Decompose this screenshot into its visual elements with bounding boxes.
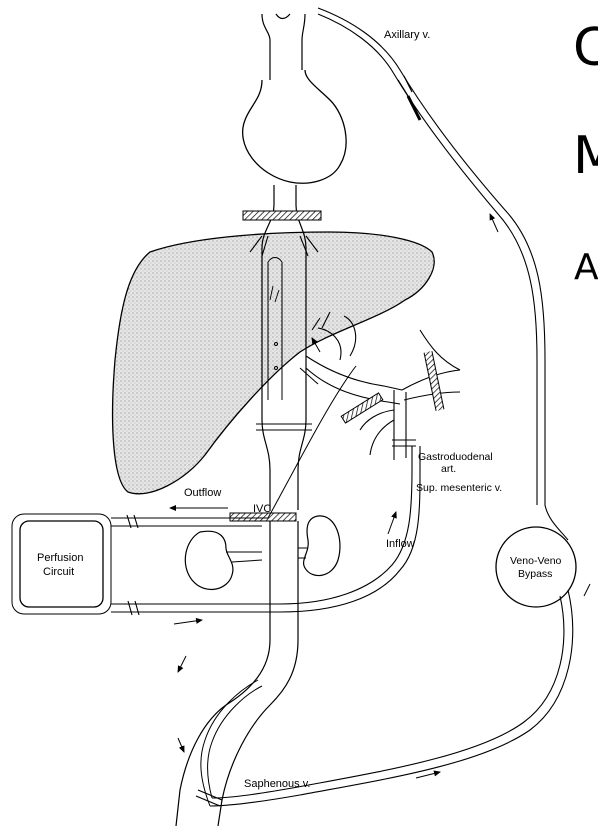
slide-subtitle-fragment: A <box>574 250 598 286</box>
perfusion-circuit-box <box>20 521 103 607</box>
label-inflow: Inflow <box>386 538 415 550</box>
label-saphenous-v: Saphenous v. <box>244 778 310 790</box>
label-bypass: Bypass <box>518 568 552 580</box>
hepatic-artery-clamp <box>341 393 383 423</box>
label-circuit: Circuit <box>43 566 74 578</box>
inflow-arrow <box>388 512 396 534</box>
veno-veno-pump <box>496 527 576 607</box>
bypass-arrow-bottom <box>416 772 440 778</box>
label-sup-mesenteric-v: Sup. mesenteric v. <box>416 482 502 494</box>
label-perfusion: Perfusion <box>37 552 83 564</box>
heart <box>243 70 346 183</box>
label-axillary-v: Axillary v. <box>384 29 430 41</box>
label-gastroduodenal: Gastroduodenal <box>418 451 493 463</box>
label-veno-veno: Veno-Veno <box>510 555 562 567</box>
suprahepatic-clamp <box>243 211 321 220</box>
right-kidney <box>304 516 340 576</box>
bypass-arrow-up <box>490 214 498 232</box>
liver <box>113 232 435 494</box>
bypass-return-tube <box>210 590 573 806</box>
superior-vena-cava <box>262 14 305 80</box>
slide-title-fragment-2: M <box>573 130 598 182</box>
label-ivc: IVC <box>253 503 271 515</box>
label-outflow: Outflow <box>184 487 221 499</box>
slide-title-fragment-1: C <box>573 22 598 74</box>
label-gastroduodenal-art: art. <box>441 463 456 475</box>
left-kidney <box>185 531 233 589</box>
